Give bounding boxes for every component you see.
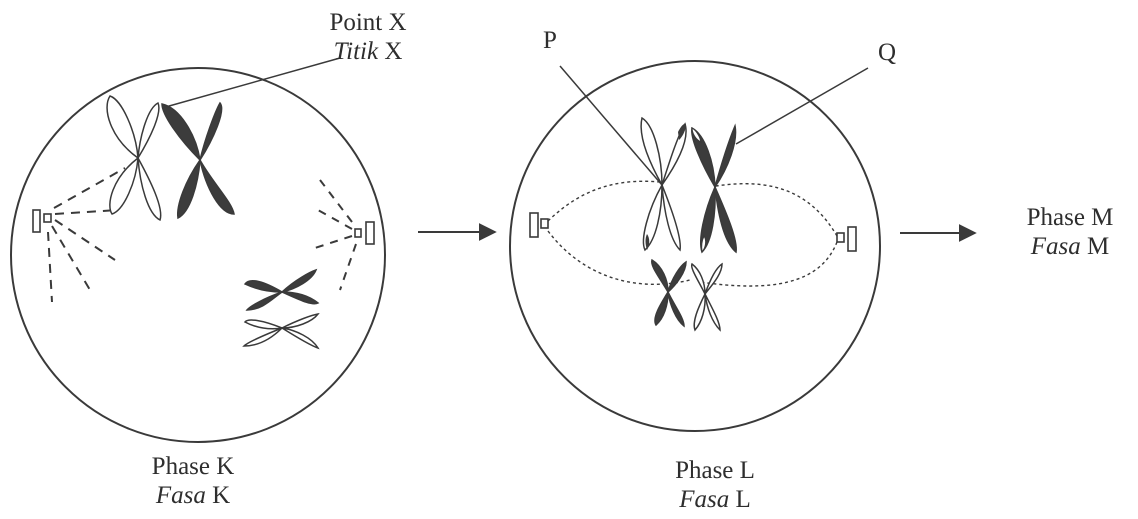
centriole-left-k xyxy=(32,209,52,233)
chromosome-dark-l1-tips xyxy=(691,127,707,254)
cell-phase-k xyxy=(10,57,386,443)
chromosome-light-k2 xyxy=(242,312,320,350)
chromosome-dark-l1 xyxy=(691,123,737,254)
cell-k-membrane xyxy=(10,67,386,443)
chromosome-dark-k1 xyxy=(161,101,235,220)
label-phase-k-ms-rest: K xyxy=(205,482,231,509)
cell-l-membrane xyxy=(509,60,881,432)
label-phase-l-en: Phase L xyxy=(675,457,755,484)
label-q: Q xyxy=(878,39,897,66)
label-phase-m: Phase M Fasa M xyxy=(1000,203,1138,261)
label-point-x: Point X Titik X xyxy=(300,8,436,66)
label-point-x-ms-rest: X xyxy=(378,38,403,65)
label-phase-m-ms-italic: Fasa xyxy=(1030,233,1081,260)
chromosome-light-k1 xyxy=(106,95,162,222)
label-phase-l-ms-italic: Fasa xyxy=(679,486,730,513)
label-phase-k-ms-italic: Fasa xyxy=(155,482,206,509)
cell-phase-l xyxy=(509,60,881,432)
spindle-fibres-left-k xyxy=(47,167,126,303)
pointer-line-p xyxy=(559,65,663,186)
centriole-left-l xyxy=(529,212,549,238)
label-phase-k-en: Phase K xyxy=(151,453,235,480)
chromosome-light-l1-tips xyxy=(645,123,686,250)
chromosome-light-l1 xyxy=(640,116,687,252)
pointer-line-point-x xyxy=(161,57,341,109)
label-phase-m-ms: Fasa M xyxy=(1000,232,1138,261)
label-phase-l-ms: Fasa L xyxy=(640,485,790,514)
spindle-fibres-right-k xyxy=(314,179,357,291)
chromosome-dark-l2 xyxy=(651,258,687,328)
label-phase-m-ms-rest: M xyxy=(1080,233,1110,260)
label-p: P xyxy=(543,27,557,54)
label-point-x-ms: Titik X xyxy=(300,37,436,66)
centriole-right-k xyxy=(354,221,375,245)
centriole-right-l xyxy=(836,226,857,252)
label-phase-k: Phase K Fasa K xyxy=(118,452,268,510)
label-point-x-ms-italic: Titik xyxy=(333,38,379,65)
label-phase-l-ms-rest: L xyxy=(729,486,751,513)
chromosome-dark-k2 xyxy=(243,268,320,311)
chromosome-light-l2 xyxy=(690,262,723,332)
label-phase-m-en: Phase M xyxy=(1026,204,1114,231)
spindle-fibres-l xyxy=(547,180,838,287)
pointer-line-q xyxy=(735,67,869,145)
label-phase-l: Phase L Fasa L xyxy=(640,456,790,514)
label-point-x-en: Point X xyxy=(329,9,407,36)
label-phase-k-ms: Fasa K xyxy=(118,481,268,510)
